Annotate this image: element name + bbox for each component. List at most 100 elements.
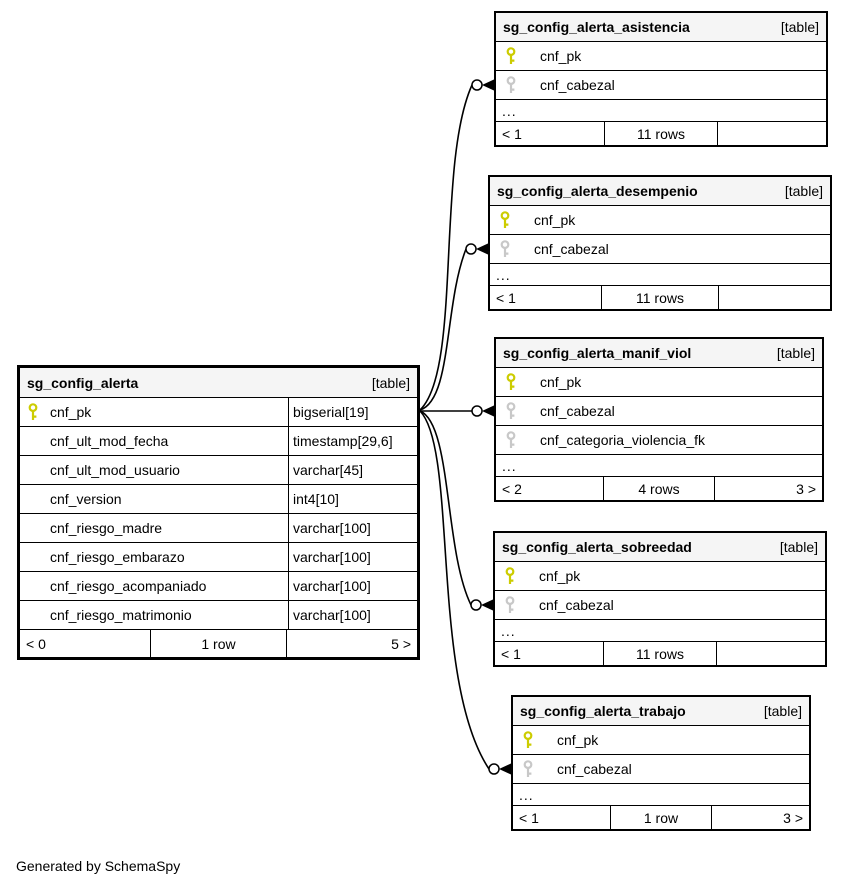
table-sg-config-alerta-asistencia[interactable]: sg_config_alerta_asistencia [table] cnf_…	[494, 11, 828, 147]
column-name: cnf_pk	[540, 48, 582, 64]
arrowhead-icon	[481, 599, 494, 611]
implied-parents-count: < 0	[20, 630, 151, 657]
table-sg-config-alerta-sobreedad[interactable]: sg_config_alerta_sobreedad [table] cnf_p…	[493, 531, 827, 667]
table-type-badge: [table]	[763, 703, 802, 719]
column-type: varchar[45]	[293, 462, 364, 478]
column-name: cnf_riesgo_madre	[50, 520, 163, 536]
implied-children-count	[717, 286, 830, 309]
fk-connector-trabajo	[419, 410, 490, 770]
implied-parents-count: < 1	[495, 642, 604, 665]
implied-children-count: 3 >	[711, 806, 809, 829]
generator-credit: Generated by SchemaSpy	[16, 858, 181, 874]
zero-or-one-marker	[465, 243, 477, 255]
table-title[interactable]: sg_config_alerta_sobreedad	[502, 539, 692, 555]
table-title[interactable]: sg_config_alerta_trabajo	[520, 703, 686, 719]
primary-key-icon	[506, 373, 540, 391]
table-title[interactable]: sg_config_alerta_desempenio	[497, 183, 698, 199]
column-row: cnf_version int4[10]	[20, 485, 417, 514]
foreign-key-icon	[506, 402, 540, 420]
column-type: bigserial[19]	[293, 404, 369, 420]
implied-children-count: 3 >	[714, 477, 822, 500]
column-row: cnf_riesgo_embarazo varchar[100]	[20, 543, 417, 572]
fk-connector-asistencia	[419, 84, 473, 411]
column-row: cnf_pk	[495, 562, 825, 591]
column-row: cnf_pk	[513, 726, 809, 755]
column-name: cnf_cabezal	[534, 241, 609, 257]
zero-or-one-marker	[471, 405, 483, 417]
foreign-key-icon	[506, 431, 540, 449]
table-title[interactable]: sg_config_alerta_asistencia	[503, 19, 690, 35]
column-name: cnf_pk	[50, 404, 92, 420]
column-row: cnf_pk	[496, 42, 826, 71]
column-type: timestamp[29,6]	[293, 433, 393, 449]
implied-children-count: 5 >	[286, 630, 417, 657]
zero-or-one-marker	[488, 763, 500, 775]
column-name: cnf_cabezal	[557, 761, 632, 777]
column-name: cnf_pk	[534, 212, 576, 228]
column-row: cnf_ult_mod_usuario varchar[45]	[20, 456, 417, 485]
column-row: cnf_pk bigserial[19]	[20, 398, 417, 427]
table-footer: < 1 11 rows	[495, 642, 825, 665]
table-footer: < 2 4 rows 3 >	[496, 477, 822, 500]
table-type-badge: [table]	[371, 374, 410, 391]
column-name: cnf_cabezal	[540, 403, 615, 419]
column-name: cnf_categoria_violencia_fk	[540, 432, 705, 448]
row-count: 11 rows	[637, 125, 685, 142]
column-type: varchar[100]	[293, 520, 371, 536]
table-type-badge: [table]	[776, 345, 815, 361]
ellipsis-row: ...	[496, 455, 822, 477]
column-name: cnf_ult_mod_usuario	[50, 462, 180, 478]
table-sg-config-alerta-manif-viol[interactable]: sg_config_alerta_manif_viol [table] cnf_…	[494, 337, 824, 502]
implied-children-count	[716, 642, 825, 665]
table-footer: < 1 11 rows	[496, 122, 826, 145]
implied-parents-count: < 2	[496, 477, 604, 500]
column-row: cnf_cabezal	[513, 755, 809, 784]
table-title[interactable]: sg_config_alerta_manif_viol	[503, 345, 692, 361]
column-name: cnf_cabezal	[539, 597, 614, 613]
column-row: cnf_riesgo_madre varchar[100]	[20, 514, 417, 543]
column-row: cnf_riesgo_acompaniado varchar[100]	[20, 572, 417, 601]
primary-key-icon	[506, 47, 540, 65]
column-name: cnf_version	[50, 491, 122, 507]
column-row: cnf_categoria_violencia_fk	[496, 426, 822, 455]
table-footer: < 0 1 row 5 >	[20, 630, 417, 657]
primary-key-icon	[500, 211, 534, 229]
column-type: varchar[100]	[293, 607, 371, 623]
row-count: 11 rows	[636, 645, 684, 662]
column-row: cnf_pk	[496, 368, 822, 397]
column-name: cnf_cabezal	[540, 77, 615, 93]
table-header[interactable]: sg_config_alerta_trabajo [table]	[513, 697, 809, 726]
column-row: cnf_pk	[490, 206, 830, 235]
foreign-key-icon	[500, 240, 534, 258]
ellipsis-row: ...	[495, 620, 825, 642]
table-type-badge: [table]	[780, 19, 819, 35]
table-header[interactable]: sg_config_alerta_sobreedad [table]	[495, 533, 825, 562]
arrowhead-icon	[499, 763, 512, 775]
ellipsis-row: ...	[513, 784, 809, 806]
primary-key-icon	[28, 403, 50, 421]
table-sg-config-alerta[interactable]: sg_config_alerta [table] cnf_pk bigseria…	[17, 365, 420, 660]
ellipsis-row: ...	[496, 100, 826, 122]
column-row: cnf_riesgo_matrimonio varchar[100]	[20, 601, 417, 630]
column-name: cnf_ult_mod_fecha	[50, 433, 169, 449]
fk-connector-desempenio	[419, 248, 467, 411]
table-title[interactable]: sg_config_alerta	[27, 374, 139, 391]
zero-or-one-marker	[471, 79, 483, 91]
table-header[interactable]: sg_config_alerta [table]	[20, 368, 417, 398]
primary-key-icon	[523, 731, 557, 749]
table-header[interactable]: sg_config_alerta_asistencia [table]	[496, 13, 826, 42]
foreign-key-icon	[505, 596, 539, 614]
table-type-badge: [table]	[784, 183, 823, 199]
table-header[interactable]: sg_config_alerta_manif_viol [table]	[496, 339, 822, 368]
column-row: cnf_cabezal	[496, 397, 822, 426]
column-type: int4[10]	[293, 491, 339, 507]
row-count: 1 row	[201, 635, 236, 652]
column-row: cnf_cabezal	[495, 591, 825, 620]
table-sg-config-alerta-trabajo[interactable]: sg_config_alerta_trabajo [table] cnf_pk …	[511, 695, 811, 831]
table-header[interactable]: sg_config_alerta_desempenio [table]	[490, 177, 830, 206]
table-sg-config-alerta-desempenio[interactable]: sg_config_alerta_desempenio [table] cnf_…	[488, 175, 832, 311]
arrowhead-icon	[482, 79, 495, 91]
column-row: cnf_cabezal	[490, 235, 830, 264]
arrowhead-icon	[476, 243, 489, 255]
